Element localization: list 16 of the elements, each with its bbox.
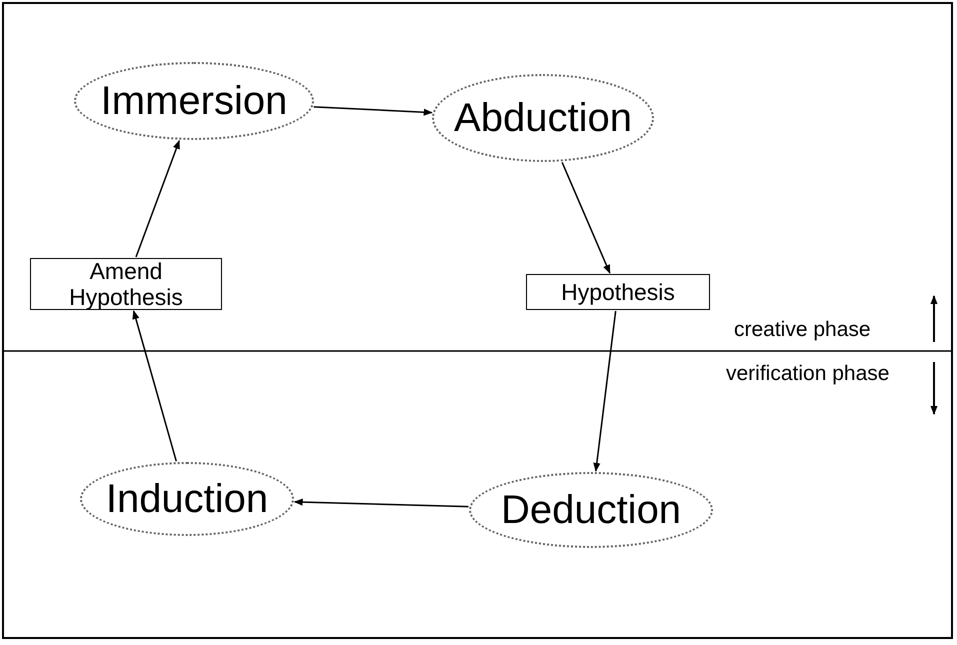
node-label: Deduction <box>500 487 682 533</box>
node-label: Abduction <box>453 95 633 141</box>
arrow <box>314 106 433 116</box>
phase-label: verification phase <box>726 362 890 386</box>
arrow <box>561 162 610 274</box>
node-label: Induction <box>104 476 270 522</box>
arrow <box>294 498 468 508</box>
arrow <box>135 140 180 258</box>
arrow <box>593 310 616 472</box>
node-label: Amend Hypothesis <box>68 258 184 310</box>
process-box <box>526 274 710 310</box>
arrow <box>132 310 177 462</box>
process-box <box>30 258 222 310</box>
phase-label: creative phase <box>734 318 871 342</box>
node-label: Hypothesis <box>560 278 676 306</box>
node-label: Immersion <box>100 78 288 124</box>
